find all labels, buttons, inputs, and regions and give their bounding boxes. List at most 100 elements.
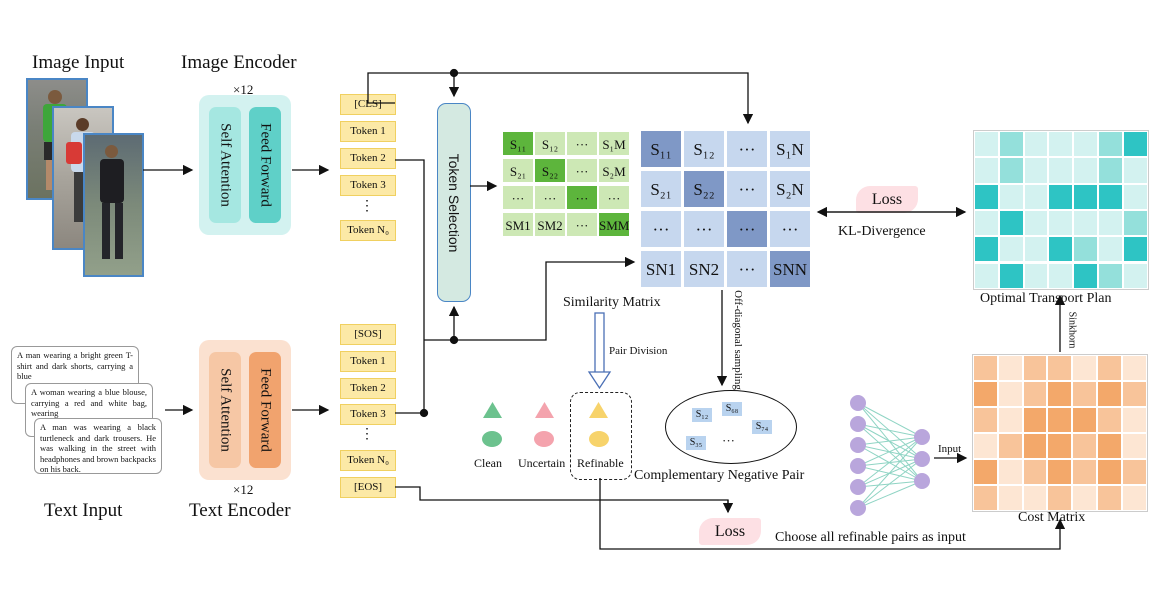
cost-cell xyxy=(997,407,1023,433)
network-node xyxy=(850,500,866,516)
matrix-cell: ··· xyxy=(726,250,768,288)
matrix-cell: SNN xyxy=(769,250,811,288)
matrix-cell: ··· xyxy=(598,185,630,210)
uncertain-circle-icon xyxy=(534,431,554,447)
cost-cell xyxy=(997,433,1023,459)
text-input-title: Text Input xyxy=(44,500,123,521)
refinable-box xyxy=(570,392,632,480)
matrix-cell: S₂₂ xyxy=(534,158,566,183)
matrix-cell: S₂₂ xyxy=(683,170,725,208)
text-token: Token N₀ xyxy=(340,450,396,471)
cost-cell xyxy=(1121,433,1147,459)
matrix-cell: ··· xyxy=(640,210,682,248)
matrix-cell: S₁M xyxy=(598,131,630,156)
matrix-cell: ··· xyxy=(502,185,534,210)
ot-cell xyxy=(1098,183,1123,210)
negative-pair: S₃₅ xyxy=(686,436,706,450)
clean-triangle-icon xyxy=(483,402,502,418)
ot-cell xyxy=(998,262,1024,289)
cost-cell xyxy=(973,355,998,381)
ot-cell xyxy=(974,236,999,263)
cost-cell xyxy=(1097,459,1122,485)
refinable-triangle-icon xyxy=(589,402,608,418)
cost-cell xyxy=(1072,485,1097,511)
image-token-ellipsis: ⋮ xyxy=(360,199,374,214)
matrix-cell: ··· xyxy=(726,130,768,168)
matrix-cell: ··· xyxy=(566,212,598,237)
ot-cell xyxy=(1048,209,1074,237)
network-edge xyxy=(857,436,923,509)
ot-cell xyxy=(1023,209,1049,237)
pair-division-arrow xyxy=(587,312,612,390)
ot-cell xyxy=(998,236,1024,263)
cost-cell xyxy=(1072,407,1097,433)
text-token: Token 3 xyxy=(340,404,396,425)
ot-cell xyxy=(1098,262,1123,289)
ot-cell xyxy=(998,183,1024,210)
network-node xyxy=(850,458,866,474)
optimal-transport-plan-grid xyxy=(973,130,1149,290)
cost-cell xyxy=(997,459,1023,485)
ot-cell xyxy=(974,157,999,184)
layers-count-top: ×12 xyxy=(233,82,254,97)
cost-cell xyxy=(1047,355,1073,381)
clean-circle-icon xyxy=(482,431,502,447)
neural-network xyxy=(850,395,930,516)
cost-cell xyxy=(973,407,998,433)
layers-count-bottom: ×12 xyxy=(233,482,254,497)
cost-cell xyxy=(1072,381,1097,407)
ot-cell xyxy=(1122,183,1148,210)
network-edge xyxy=(857,480,923,509)
ot-cell xyxy=(974,131,999,158)
matrix-cell: S₁₁ xyxy=(502,131,534,156)
cost-cell xyxy=(1047,485,1073,511)
ot-cell xyxy=(1122,209,1148,237)
text-encoder-title: Text Encoder xyxy=(189,500,291,521)
image-input-title: Image Input xyxy=(32,52,125,73)
matrix-cell: S₂M xyxy=(598,158,630,183)
ot-cell xyxy=(1073,262,1098,289)
matrix-cell: SMM xyxy=(598,212,630,237)
network-edge xyxy=(857,436,923,467)
ot-cell xyxy=(1048,236,1074,263)
ot-cell xyxy=(1122,131,1148,158)
network-edge xyxy=(857,436,923,446)
cost-cell xyxy=(1097,381,1122,407)
ot-cell xyxy=(1098,236,1123,263)
cost-cell xyxy=(1121,459,1147,485)
network-edge xyxy=(857,423,923,438)
matrix-cell: ··· xyxy=(566,131,598,156)
uncertain-label: Uncertain xyxy=(518,456,566,470)
cost-cell xyxy=(997,355,1023,381)
matrix-cell: ··· xyxy=(566,158,598,183)
cost-cell xyxy=(997,381,1023,407)
person-image-3 xyxy=(83,133,144,277)
ot-cell xyxy=(1073,157,1098,184)
loss-kl: Loss xyxy=(856,186,918,213)
matrix-cell: S₁₂ xyxy=(683,130,725,168)
ot-cell xyxy=(1122,157,1148,184)
network-node xyxy=(850,395,866,411)
ot-cell xyxy=(1023,157,1049,184)
cost-cell xyxy=(1022,485,1048,511)
ot-cell xyxy=(1023,236,1049,263)
text-token: [EOS] xyxy=(340,477,396,498)
matrix-cell: S₂₁ xyxy=(502,158,534,183)
text-token: [SOS] xyxy=(340,324,396,345)
token-selection-block: Token Selection xyxy=(437,103,471,302)
matrix-cell: SN1 xyxy=(640,250,682,288)
matrix-cell: S₂N xyxy=(769,170,811,208)
negative-pair: S₁₂ xyxy=(692,408,712,422)
matrix-cell: SM1 xyxy=(502,212,534,237)
image-encoder-title: Image Encoder xyxy=(181,52,297,73)
loss-bottom: Loss xyxy=(699,518,761,545)
ot-cell xyxy=(1073,236,1098,263)
arrow-to-big-matrix xyxy=(454,256,636,341)
network-node xyxy=(850,416,866,432)
clean-label: Clean xyxy=(474,456,502,470)
negative-pair: S₆₈ xyxy=(722,402,742,416)
cost-cell xyxy=(1121,485,1147,511)
negative-pair-ellipsis: ··· xyxy=(722,433,735,448)
cost-cell xyxy=(1072,459,1097,485)
similarity-matrix-label: Similarity Matrix xyxy=(563,295,661,310)
